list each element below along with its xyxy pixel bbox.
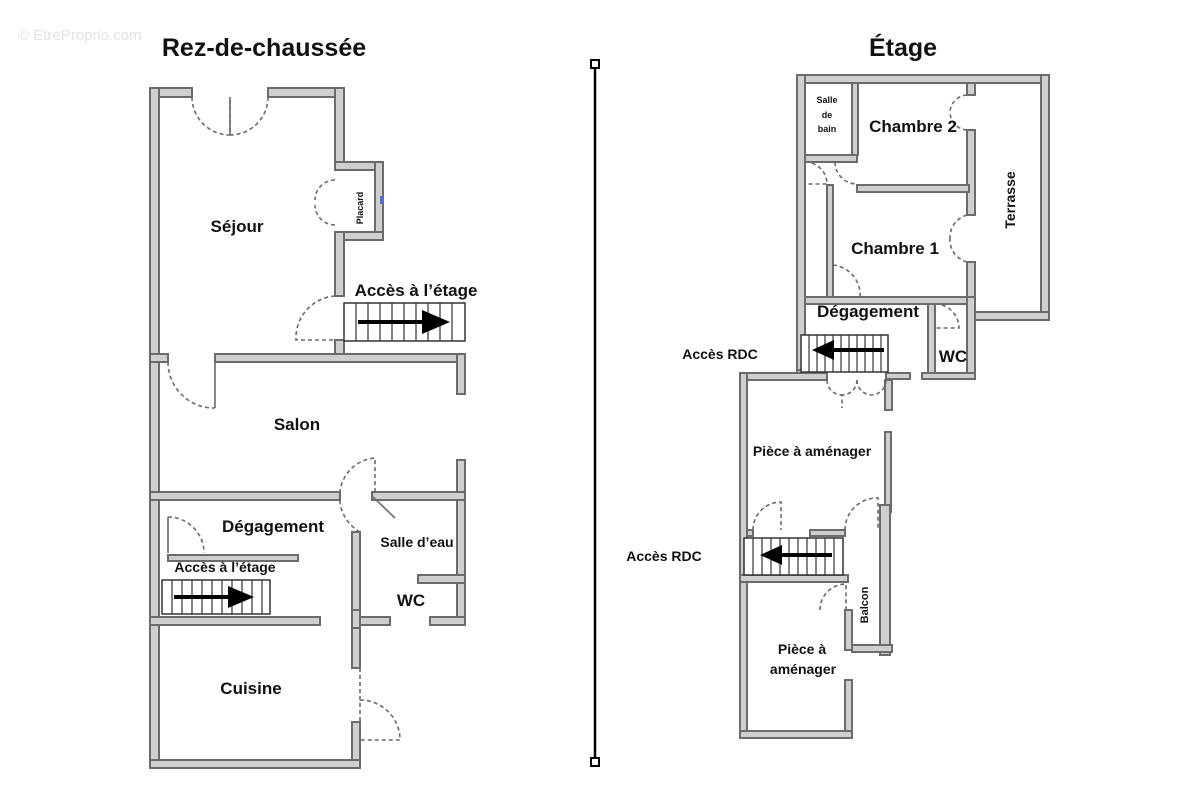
room-label-sejour: Séjour (211, 217, 264, 236)
room-label-chambre-1: Chambre 1 (851, 239, 939, 258)
stairs-ground-upper: Accès à l’étage (343, 281, 478, 342)
stairs-label-acces-etage: Accès à l’étage (355, 281, 478, 300)
stairs-label-acces-etage-2: Accès à l’étage (174, 559, 275, 575)
stair-steps (752, 538, 835, 575)
room-label-cuisine: Cuisine (220, 679, 281, 698)
watermark: © EtreProprio.com (18, 27, 142, 44)
ground-floor-plan: Rez-de-chaussée (149, 34, 478, 769)
room-label-wc-etage: WC (939, 347, 967, 366)
stairs-ground-lower: Accès à l’étage (161, 559, 276, 615)
stairs-label-acces-rdc: Accès RDC (682, 346, 757, 362)
room-label-wc: WC (397, 591, 425, 610)
stairs-upper-top: Accès RDC (682, 334, 889, 373)
room-label-salle-de-bain-2: de (822, 110, 833, 120)
ground-floor-walls (149, 87, 466, 769)
room-label-salle-eau: Salle d’eau (380, 534, 453, 550)
room-label-degagement: Dégagement (222, 517, 324, 536)
ground-floor-doors (167, 96, 401, 741)
upper-floor-plan: Étage (626, 33, 1050, 739)
room-label-salle-de-bain-3: bain (818, 124, 837, 134)
room-label-chambre-2: Chambre 2 (869, 117, 957, 136)
room-label-salon: Salon (274, 415, 320, 434)
room-label-piece-a-amenager-2b: aménager (770, 661, 837, 677)
room-label-degagement-etage: Dégagement (817, 302, 919, 321)
upper-floor-title: Étage (869, 33, 937, 62)
room-label-balcon: Balcon (859, 586, 871, 623)
ground-floor-title: Rez-de-chaussée (162, 34, 366, 62)
room-label-piece-a-amenager-2a: Pièce à (778, 641, 826, 657)
stairs-label-acces-rdc-2: Accès RDC (626, 548, 701, 564)
floor-divider (590, 59, 600, 767)
stairs-upper-bottom: Accès RDC (626, 537, 844, 576)
room-label-piece-a-amenager-1: Pièce à aménager (753, 443, 872, 459)
upper-floor-doors (752, 94, 968, 611)
room-label-terrasse: Terrasse (1002, 171, 1018, 229)
room-label-placard: Placard (355, 192, 365, 225)
room-label-salle-de-bain-1: Salle (816, 95, 837, 105)
staircase (800, 334, 889, 373)
